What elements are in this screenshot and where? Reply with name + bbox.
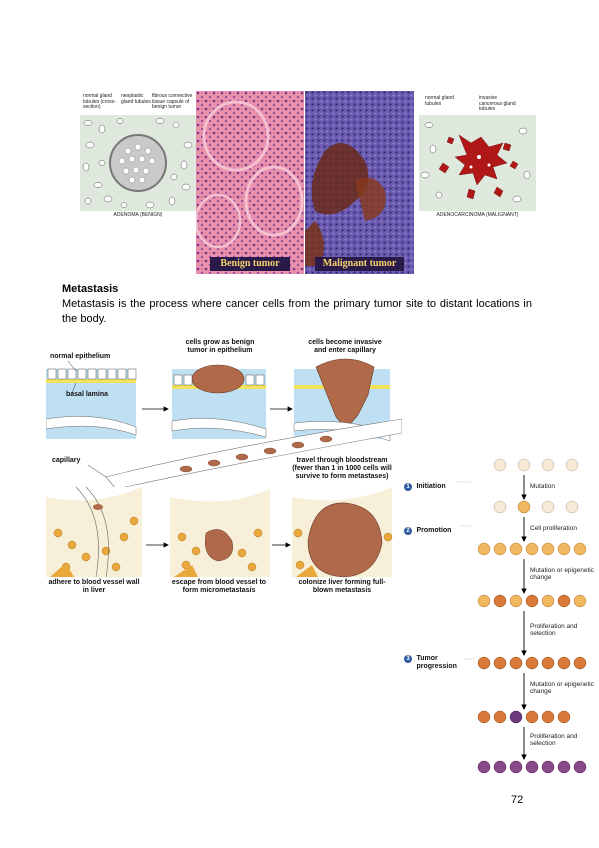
malignant-micrograph: Malignant tumor <box>305 91 414 274</box>
step-escape: escape from blood vessel to form microme… <box>171 579 267 594</box>
adenocarcinoma-label-invasive: invasive cancerous gland tubules <box>479 95 516 112</box>
section-heading: Metastasis <box>62 283 119 295</box>
benign-tumor-label: Benign tumor <box>210 257 290 271</box>
progression-figure: 1 Initiation 2 Promotion 3 Tumor progres… <box>404 455 596 777</box>
step-label-2: Cell proliferation <box>530 525 577 532</box>
step-travel: travel through bloodstream (fewer than 1… <box>292 457 392 480</box>
step-benign: cells grow as benign tumor in epithelium <box>185 339 255 354</box>
step-colonize: colonize liver forming full-blown metast… <box>298 579 386 594</box>
stage-label: Promotion <box>416 526 452 534</box>
step-label-4: Proliferation and selection <box>530 623 578 637</box>
step-label-3: Mutation or epigenetic change <box>530 567 594 581</box>
adenoma-label-capsule: fibrous connective tissue capsule of ben… <box>152 93 193 110</box>
panel-benign <box>171 364 267 439</box>
adenoma-label-neoplastic: neoplastic gland tubules <box>121 93 151 105</box>
adenocarcinoma-illustration <box>419 115 536 211</box>
stage-label: Tumor progression <box>416 655 457 670</box>
panel-escape <box>170 487 270 577</box>
benign-micrograph: Benign tumor <box>196 91 304 274</box>
step-label-6: Proliferation and selection <box>530 733 578 747</box>
page-number: 72 <box>511 794 524 806</box>
adenocarcinoma-caption: ADENOCARCINOMA (MALIGNANT) <box>436 212 519 218</box>
stage-tumor-progression: 3 Tumor progression <box>404 655 464 673</box>
adenocarcinoma-diagram: normal gland tubules invasive cancerous … <box>419 91 536 221</box>
label-capillary: capillary <box>52 457 81 464</box>
step-invasive: cells become invasive and enter capillar… <box>308 339 382 354</box>
adenoma-caption: ADENOMA (BENIGN) <box>113 212 163 218</box>
section-body: Metastasis is the process where cancer c… <box>62 298 532 325</box>
panel-normal <box>46 368 137 439</box>
stage-number-badge: 2 <box>404 526 412 535</box>
stage-promotion: 2 Promotion <box>404 522 451 540</box>
adenocarcinoma-label-normal: normal gland tubules <box>425 95 454 107</box>
step-label-5: Mutation or epigenetic change <box>530 681 594 695</box>
label-normal-epithelium: normal epithelium <box>50 353 111 360</box>
top-figure: normal gland tubules (cross-section) neo… <box>80 91 536 274</box>
adenoma-label-normal: normal gland tubules (cross-section) <box>83 93 116 110</box>
metastasis-illustration <box>46 358 402 578</box>
stage-number-badge: 3 <box>404 655 412 663</box>
label-basal-lamina: basal lamina <box>66 391 109 398</box>
malignant-tumor-label: Malignant tumor <box>315 257 404 271</box>
progression-illustration <box>456 458 587 774</box>
panel-colonize <box>292 487 393 578</box>
metastasis-figure: normal epithelium basal lamina capillary… <box>46 337 402 597</box>
stage-number-badge: 1 <box>404 482 412 491</box>
panel-adhere <box>46 486 142 578</box>
stage-label: Initiation <box>416 482 446 490</box>
step-adhere: adhere to blood vessel wall in liver <box>48 579 140 594</box>
adenoma-diagram: normal gland tubules (cross-section) neo… <box>80 91 196 221</box>
stage-initiation: 1 Initiation <box>404 478 446 496</box>
step-label-1: Mutation <box>530 483 555 490</box>
adenoma-illustration <box>80 115 196 211</box>
